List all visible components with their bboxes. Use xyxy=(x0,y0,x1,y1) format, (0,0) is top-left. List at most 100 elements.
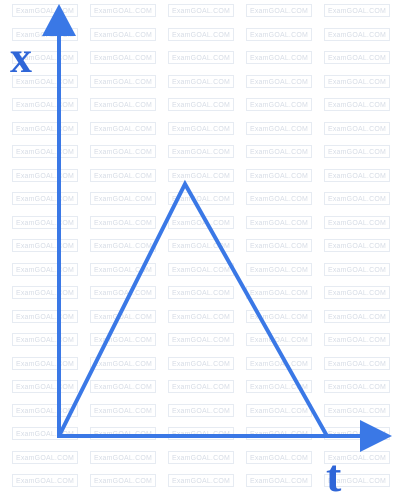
watermark-tile: ExamGOAL.COM xyxy=(12,145,78,158)
watermark-tile: ExamGOAL.COM xyxy=(246,98,312,111)
watermark-tile: ExamGOAL.COM xyxy=(324,145,390,158)
watermark-tile: ExamGOAL.COM xyxy=(324,192,390,205)
watermark-tile: ExamGOAL.COM xyxy=(168,474,234,487)
watermark-tile: ExamGOAL.COM xyxy=(168,51,234,64)
watermark-tile: ExamGOAL.COM xyxy=(246,51,312,64)
watermark-tile: ExamGOAL.COM xyxy=(12,427,78,440)
watermark-tile: ExamGOAL.COM xyxy=(90,403,156,417)
watermark-tile: ExamGOAL.COM xyxy=(324,309,390,323)
watermark-tile: ExamGOAL.COM xyxy=(168,356,234,370)
watermark-tile: ExamGOAL.COM xyxy=(324,356,390,370)
watermark-tile: ExamGOAL.COM xyxy=(168,239,234,252)
watermark-tile: ExamGOAL.COM xyxy=(168,309,234,323)
watermark-tile: ExamGOAL.COM xyxy=(168,74,234,88)
watermark-tile: ExamGOAL.COM xyxy=(324,74,390,88)
watermark-tile: ExamGOAL.COM xyxy=(324,403,390,417)
watermark-tile: ExamGOAL.COM xyxy=(324,286,390,299)
watermark-tile: ExamGOAL.COM xyxy=(246,474,312,487)
watermark-tile: ExamGOAL.COM xyxy=(168,121,234,135)
watermark-tile: ExamGOAL.COM xyxy=(246,239,312,252)
watermark-tile: ExamGOAL.COM xyxy=(246,262,312,276)
watermark-tile: ExamGOAL.COM xyxy=(90,74,156,88)
watermark-tile: ExamGOAL.COM xyxy=(324,380,390,393)
watermark-tile: ExamGOAL.COM xyxy=(12,403,78,417)
x-axis-arrowhead xyxy=(360,420,392,452)
watermark-tile: ExamGOAL.COM xyxy=(246,4,312,17)
watermark-tile: ExamGOAL.COM xyxy=(168,286,234,299)
watermark-tile: ExamGOAL.COM xyxy=(168,27,234,41)
watermark-tile: ExamGOAL.COM xyxy=(90,450,156,464)
watermark-tile: ExamGOAL.COM xyxy=(12,262,78,276)
watermark-tile: ExamGOAL.COM xyxy=(90,145,156,158)
watermark-tile: ExamGOAL.COM xyxy=(12,474,78,487)
watermark-tile: ExamGOAL.COM xyxy=(246,145,312,158)
watermark-tile: ExamGOAL.COM xyxy=(246,168,312,182)
watermark-tile: ExamGOAL.COM xyxy=(246,215,312,229)
watermark-tile: ExamGOAL.COM xyxy=(168,333,234,346)
watermark-tile: ExamGOAL.COM xyxy=(12,168,78,182)
watermark-tile: ExamGOAL.COM xyxy=(12,74,78,88)
watermark-tile: ExamGOAL.COM xyxy=(168,403,234,417)
watermark-tile: ExamGOAL.COM xyxy=(12,4,78,17)
watermark-tile: ExamGOAL.COM xyxy=(168,145,234,158)
watermark-tile: ExamGOAL.COM xyxy=(90,333,156,346)
watermark-tile: ExamGOAL.COM xyxy=(246,333,312,346)
watermark-tile: ExamGOAL.COM xyxy=(12,356,78,370)
watermark-tile: ExamGOAL.COM xyxy=(12,309,78,323)
watermark-tile: ExamGOAL.COM xyxy=(90,51,156,64)
watermark-tile: ExamGOAL.COM xyxy=(324,450,390,464)
watermark-tile: ExamGOAL.COM xyxy=(90,4,156,17)
watermark-tile: ExamGOAL.COM xyxy=(324,262,390,276)
watermark-tile: ExamGOAL.COM xyxy=(324,51,390,64)
watermark-tile: ExamGOAL.COM xyxy=(12,333,78,346)
watermark-tile: ExamGOAL.COM xyxy=(246,450,312,464)
watermark-tile: ExamGOAL.COM xyxy=(168,98,234,111)
watermark-tile: ExamGOAL.COM xyxy=(324,98,390,111)
watermark-tile: ExamGOAL.COM xyxy=(168,168,234,182)
watermark-tile: ExamGOAL.COM xyxy=(90,262,156,276)
watermark-tile: ExamGOAL.COM xyxy=(12,121,78,135)
watermark-tile: ExamGOAL.COM xyxy=(168,4,234,17)
watermark-tile: ExamGOAL.COM xyxy=(90,215,156,229)
x-axis-label: t xyxy=(326,450,342,501)
watermark-tile: ExamGOAL.COM xyxy=(90,192,156,205)
y-axis-label: x xyxy=(10,33,32,82)
watermark-tile: ExamGOAL.COM xyxy=(324,239,390,252)
watermark-tile: ExamGOAL.COM xyxy=(324,215,390,229)
watermark-tile: ExamGOAL.COM xyxy=(90,356,156,370)
watermark-tile: ExamGOAL.COM xyxy=(246,309,312,323)
watermark-tile: ExamGOAL.COM xyxy=(12,239,78,252)
watermark-tile: ExamGOAL.COM xyxy=(246,121,312,135)
watermark-tile: ExamGOAL.COM xyxy=(324,168,390,182)
watermark-tile: ExamGOAL.COM xyxy=(324,4,390,17)
triangle-curve xyxy=(57,179,329,437)
watermark-tile: ExamGOAL.COM xyxy=(324,474,390,487)
watermark-tile: ExamGOAL.COM xyxy=(12,215,78,229)
watermark-tile: ExamGOAL.COM xyxy=(324,27,390,41)
y-axis-arrowhead xyxy=(42,4,76,36)
watermark-tile: ExamGOAL.COM xyxy=(90,286,156,299)
watermark-tile: ExamGOAL.COM xyxy=(12,98,78,111)
watermark-tile: ExamGOAL.COM xyxy=(168,192,234,205)
watermark-tile: ExamGOAL.COM xyxy=(246,356,312,370)
watermark-tile: ExamGOAL.COM xyxy=(12,51,78,64)
watermark-tile: ExamGOAL.COM xyxy=(246,74,312,88)
watermark-tile: ExamGOAL.COM xyxy=(246,192,312,205)
watermark-tile: ExamGOAL.COM xyxy=(168,380,234,393)
watermark-tile: ExamGOAL.COM xyxy=(90,168,156,182)
watermark-tile: ExamGOAL.COM xyxy=(324,333,390,346)
watermark-tile: ExamGOAL.COM xyxy=(168,450,234,464)
watermark-tile: ExamGOAL.COM xyxy=(246,27,312,41)
watermark-tile: ExamGOAL.COM xyxy=(12,450,78,464)
watermark-tile: ExamGOAL.COM xyxy=(90,98,156,111)
watermark-tile: ExamGOAL.COM xyxy=(90,121,156,135)
watermark-tile: ExamGOAL.COM xyxy=(90,27,156,41)
watermark-tile: ExamGOAL.COM xyxy=(12,192,78,205)
watermark-tile: ExamGOAL.COM xyxy=(324,121,390,135)
watermark-tile: ExamGOAL.COM xyxy=(246,380,312,393)
watermark-tile: ExamGOAL.COM xyxy=(90,474,156,487)
watermark-tile: ExamGOAL.COM xyxy=(90,380,156,393)
watermark-tile: ExamGOAL.COM xyxy=(12,286,78,299)
